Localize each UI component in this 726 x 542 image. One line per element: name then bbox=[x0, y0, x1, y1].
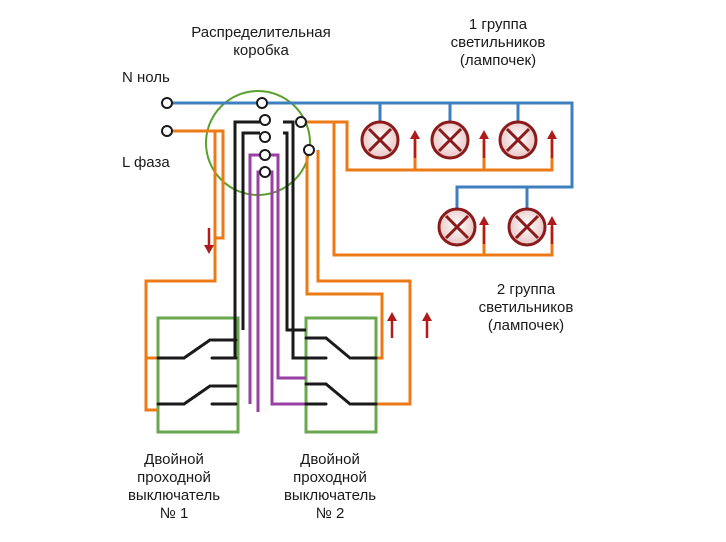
black-wires bbox=[233, 120, 306, 360]
current-arrow-icon bbox=[422, 312, 432, 338]
switch-2-label-line1: Двойной bbox=[300, 451, 360, 468]
switch-2-label: Двойной проходной выключатель № 2 bbox=[260, 451, 400, 523]
switch-1-label-line4: № 1 bbox=[159, 505, 189, 522]
current-arrow-icon bbox=[479, 216, 489, 244]
terminal-box-g1 bbox=[295, 116, 307, 128]
current-arrow-icon bbox=[387, 312, 397, 338]
switch-2-housing bbox=[304, 316, 378, 434]
terminal-box-3 bbox=[259, 149, 271, 161]
current-arrow-icon bbox=[547, 216, 557, 244]
terminal-box-1 bbox=[259, 114, 271, 126]
terminal-n-input bbox=[161, 97, 173, 109]
switch-1-label-line1: Двойной bbox=[144, 451, 204, 468]
group-2-label: 2 группа светильников (лампочек) bbox=[458, 281, 594, 335]
lamp-icon bbox=[498, 120, 538, 160]
switch-1-housing bbox=[156, 316, 240, 434]
lamp-icon bbox=[430, 120, 470, 160]
current-arrow-icon bbox=[547, 130, 557, 158]
junction-box-label: Распределительная коробка bbox=[176, 24, 346, 60]
switch-1-label: Двойной проходной выключатель № 1 bbox=[104, 451, 244, 523]
terminal-box-g2 bbox=[303, 144, 315, 156]
switch-2-label-line4: № 2 bbox=[315, 505, 345, 522]
switch-1-label-line2: проходной bbox=[137, 469, 211, 486]
terminal-box-n bbox=[256, 97, 268, 109]
phase-label: L фаза bbox=[122, 154, 170, 171]
group-1-label-line3: (лампочек) bbox=[459, 52, 537, 69]
group-2-label-line1: 2 группа bbox=[496, 281, 556, 298]
lamp-icon bbox=[360, 120, 400, 160]
switch-2-label-line2: проходной bbox=[293, 469, 367, 486]
terminal-l-input bbox=[161, 125, 173, 137]
lamp-icon bbox=[437, 207, 477, 247]
switch-1-label-line3: выключатель bbox=[127, 487, 221, 504]
neutral-label: N ноль bbox=[122, 69, 170, 86]
current-arrow-icon bbox=[204, 228, 214, 254]
phase-wires bbox=[144, 120, 554, 412]
junction-box-label-line2: коробка bbox=[233, 42, 289, 59]
purple-wires bbox=[248, 153, 306, 412]
group-2-label-line3: (лампочек) bbox=[487, 317, 565, 334]
group-2-label-line2: светильников bbox=[478, 299, 574, 316]
arrow-group bbox=[204, 130, 557, 338]
terminal-icon bbox=[161, 97, 315, 178]
switch-contact-icon bbox=[156, 336, 378, 406]
terminal-box-4 bbox=[259, 166, 271, 178]
lamp-icon bbox=[507, 207, 547, 247]
junction-box-label-line1: Распределительная bbox=[191, 24, 331, 41]
group-1-label-line2: светильников bbox=[450, 34, 546, 51]
switch-2-label-line3: выключатель bbox=[283, 487, 377, 504]
group-1-label-line1: 1 группа bbox=[468, 16, 528, 33]
current-arrow-icon bbox=[479, 130, 489, 158]
terminal-box-2 bbox=[259, 131, 271, 143]
group-1-label: 1 группа светильников (лампочек) bbox=[430, 16, 566, 70]
current-arrow-icon bbox=[410, 130, 420, 158]
lamp-group bbox=[360, 120, 547, 247]
